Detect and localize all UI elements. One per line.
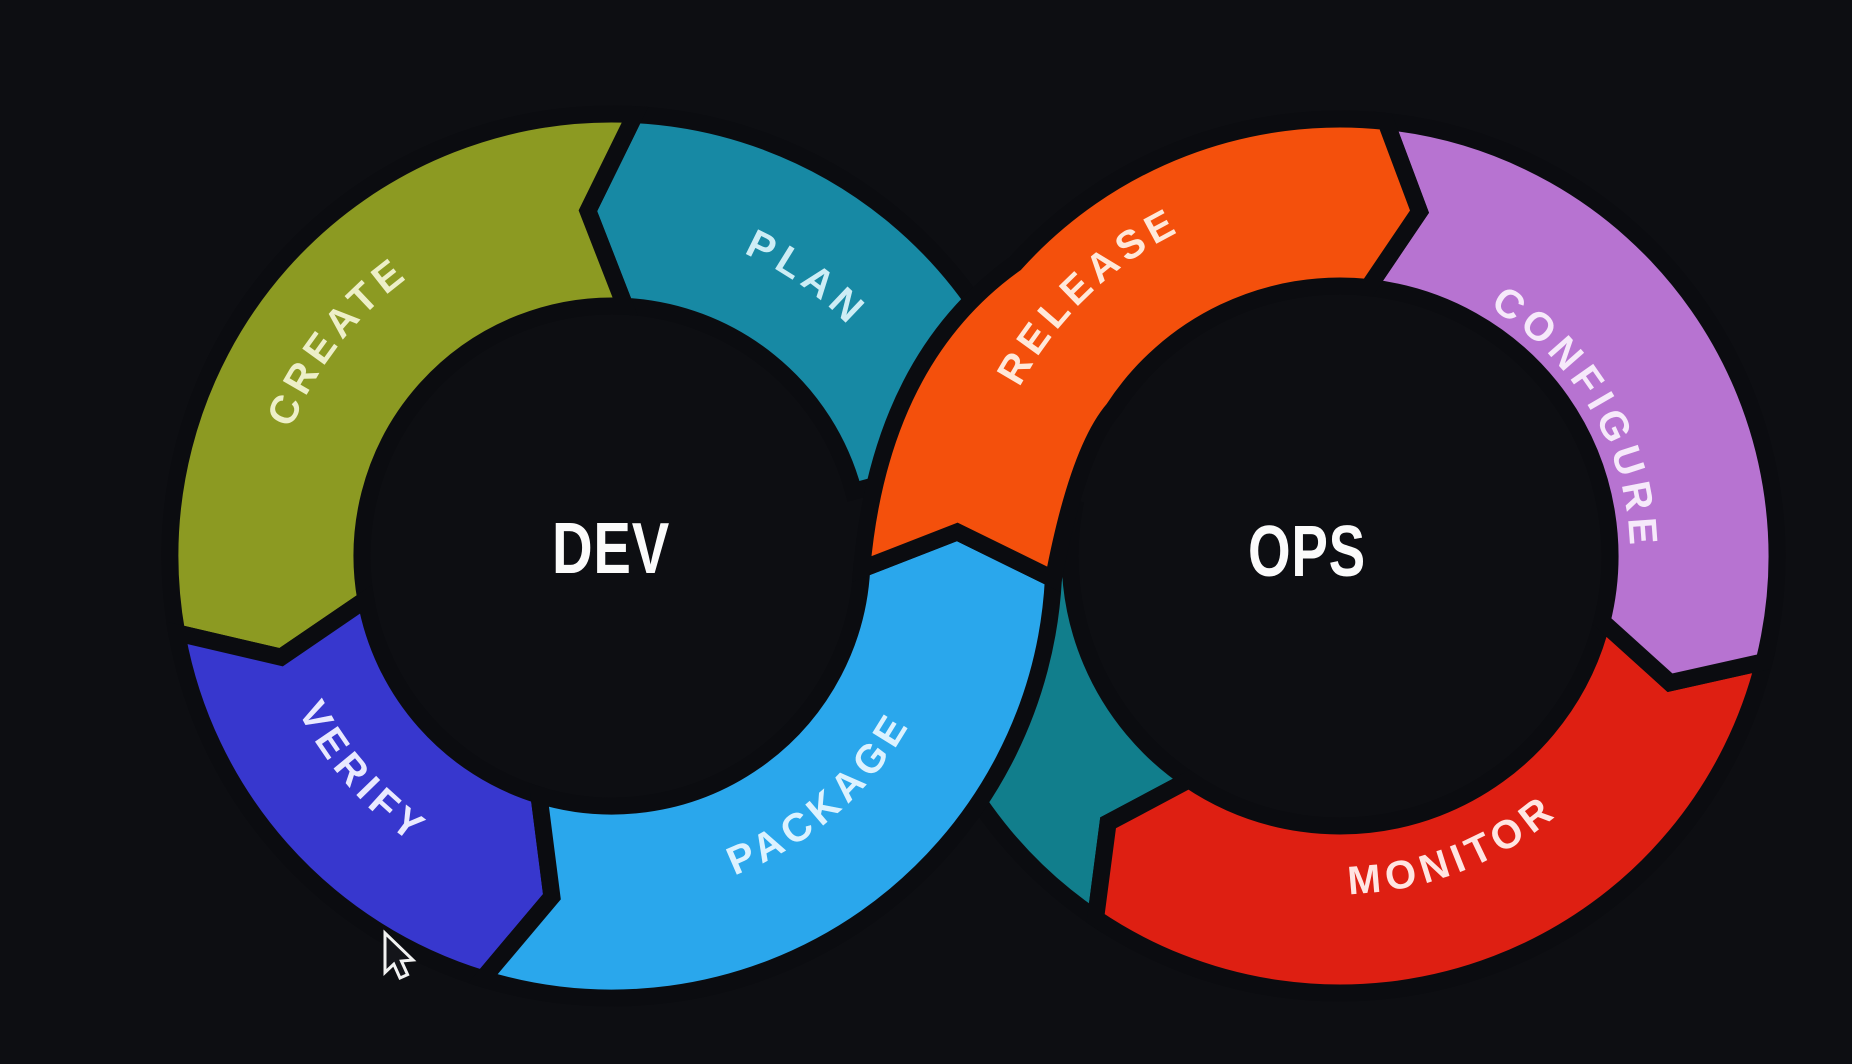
segment-monitor — [1086, 605, 1776, 1002]
mouse-cursor-icon — [383, 929, 417, 980]
ring-segments — [161, 105, 1786, 1007]
ops-ring-title: OPS — [1248, 512, 1366, 592]
segment-release — [852, 110, 1429, 592]
dev-ring-title: DEV — [552, 509, 670, 589]
segment-package — [467, 522, 1063, 1007]
segment-create — [161, 105, 649, 667]
segment-configure — [1353, 111, 1786, 692]
